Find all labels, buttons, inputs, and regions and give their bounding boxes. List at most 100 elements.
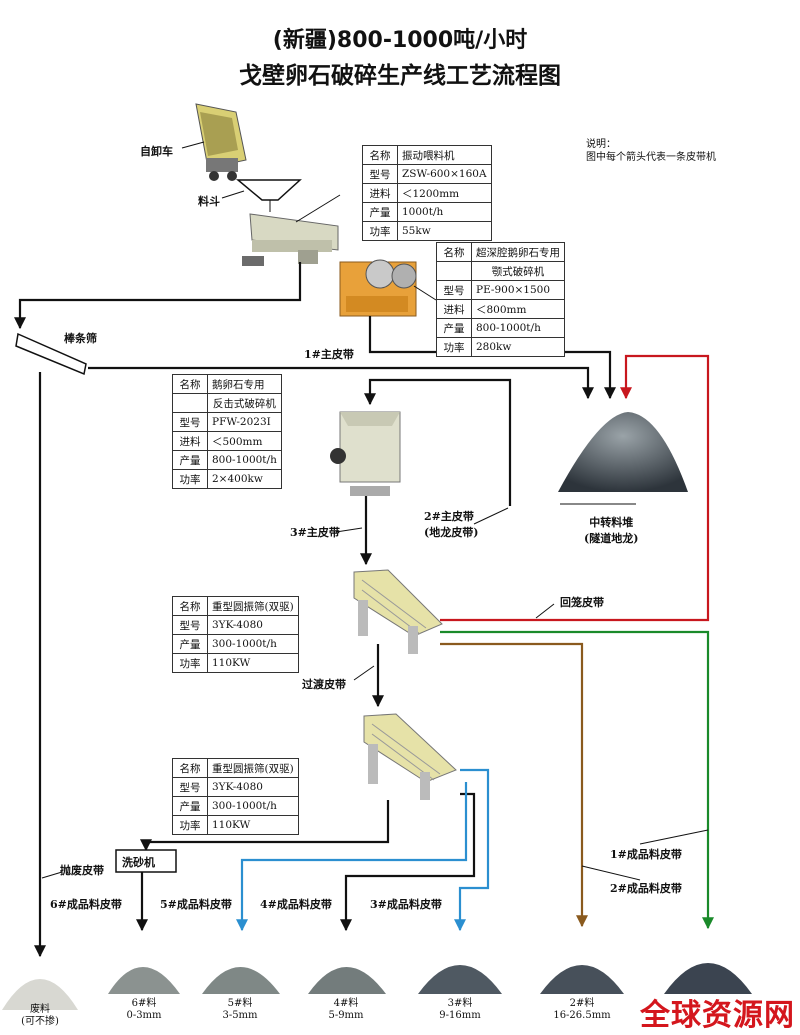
product-name: 3#料 — [447, 998, 473, 1009]
spec-cell: 280kw — [471, 337, 565, 357]
legend-note: 说明： 图中每个箭头代表一条皮带机 — [586, 138, 716, 164]
spec-cell: 名称 — [172, 374, 208, 394]
spec-row: 名称重型圆振筛(双驱) — [172, 596, 299, 616]
spec-cell: 55kw — [397, 221, 492, 241]
spec-row: 进料＜800mm — [436, 299, 565, 319]
spec-cell: 进料 — [362, 183, 398, 203]
spec-cell: 800-1000t/h — [471, 318, 565, 338]
pile-waste — [2, 979, 78, 1010]
spec-cell: ZSW-600×160A — [397, 164, 492, 184]
spec-row: 进料＜500mm — [172, 431, 282, 451]
label-product-belt-1: 1#成品料皮带 — [610, 848, 682, 861]
spec-row: 颚式破碎机 — [436, 261, 565, 281]
spec-cell: 型号 — [436, 280, 472, 300]
legend-note-body: 图中每个箭头代表一条皮带机 — [586, 152, 716, 163]
spec-cell — [436, 261, 472, 281]
label-product-belt-4: 4#成品料皮带 — [260, 898, 332, 911]
spec-cell: 产量 — [436, 318, 472, 338]
product-caption-2: 2#料 16-26.5mm — [540, 998, 624, 1022]
label-product-belt-2: 2#成品料皮带 — [610, 882, 682, 895]
spec-cell: PFW-2023I — [207, 412, 282, 432]
spec-row: 名称重型圆振筛(双驱) — [172, 758, 299, 778]
label-main-belt-3: 3#主皮带 — [290, 526, 340, 539]
spec-cell: 1000t/h — [397, 202, 492, 222]
spec-cell: 3YK-4080 — [207, 777, 299, 797]
product-caption-waste: 废料 (可不掺) — [4, 1004, 76, 1028]
spec-cell: 110KW — [207, 815, 299, 835]
product-size: 9-16mm — [439, 1010, 481, 1021]
pile-3 — [418, 965, 502, 994]
spec-cell: 型号 — [172, 412, 208, 432]
label-transfer-stockpile-line2: (隧道地龙) — [584, 532, 639, 545]
label-waste-belt: 抛废皮带 — [60, 864, 104, 877]
dump-truck-icon — [195, 103, 247, 181]
diagram-title-line1: (新疆)800-1000吨/小时 — [272, 28, 528, 53]
spec-row: 反击式破碎机 — [172, 393, 282, 413]
product-name: 5#料 — [227, 998, 253, 1009]
product-name: 4#料 — [333, 998, 359, 1009]
spec-cell: 型号 — [362, 164, 398, 184]
spec-cell: 300-1000t/h — [207, 796, 299, 816]
product-caption-4: 4#料 5-9mm — [310, 998, 382, 1022]
label-transfer-stockpile-line1: 中转料堆 — [589, 516, 634, 529]
product-size: 3-5mm — [222, 1010, 258, 1021]
label-sand-washer: 洗砂机 — [122, 856, 155, 869]
spec-cell: 功率 — [172, 653, 208, 673]
spec-cell — [172, 393, 208, 413]
label-dump-truck: 自卸车 — [140, 145, 173, 158]
spec-cell: 进料 — [436, 299, 472, 319]
spec-cell: 产量 — [172, 634, 208, 654]
product-name: 废料 — [30, 1004, 50, 1015]
product-name: 2#料 — [569, 998, 595, 1009]
spec-cell: 功率 — [172, 469, 208, 489]
product-size: 0-3mm — [126, 1010, 162, 1021]
vibrating-feeder-icon — [242, 213, 339, 266]
label-product-belt-6: 6#成品料皮带 — [50, 898, 122, 911]
label-transfer-stockpile: 中转料堆 (隧道地龙) — [584, 514, 638, 546]
sand-washer-box — [115, 849, 177, 873]
spec-cell: PE-900×1500 — [471, 280, 565, 300]
label-hopper: 料斗 — [198, 195, 220, 208]
spec-cell: 功率 — [362, 221, 398, 241]
spec-cell: 功率 — [172, 815, 208, 835]
pile-2 — [540, 965, 624, 994]
pile-5 — [202, 967, 280, 994]
spec-row: 名称超深腔鹅卵石专用 — [436, 242, 565, 262]
diagram-title-line2: 戈壁卵石破碎生产线工艺流程图 — [239, 63, 561, 89]
product-caption-6: 6#料 0-3mm — [108, 998, 180, 1022]
spec-cell: 800-1000t/h — [207, 450, 282, 470]
label-main-belt-1: 1#主皮带 — [304, 348, 354, 361]
vibrating-screen-1-icon — [353, 569, 443, 654]
hopper-icon — [235, 179, 302, 212]
label-transition-belt: 过渡皮带 — [302, 678, 346, 691]
spec-cell: ＜500mm — [207, 431, 282, 451]
product-name: 1#料 — [697, 998, 723, 1009]
product-piles — [2, 963, 752, 1010]
pile-1 — [664, 963, 752, 994]
spec-cell: 名称 — [172, 758, 208, 778]
product-size: 5-9mm — [328, 1010, 364, 1021]
label-main-belt-2: 2#主皮带 (地龙皮带) — [424, 508, 478, 540]
spec-row: 进料＜1200mm — [362, 183, 492, 203]
spec-cell: ＜1200mm — [397, 183, 492, 203]
spec-cell: 重型圆振筛(双驱) — [207, 758, 299, 778]
impact-crusher-icon — [330, 411, 401, 496]
spec-cell: 功率 — [436, 337, 472, 357]
spec-cell: 进料 — [172, 431, 208, 451]
spec-row: 名称振动喂料机 — [362, 145, 492, 165]
spec-cell: 超深腔鹅卵石专用 — [471, 242, 565, 262]
spec-cell: 名称 — [436, 242, 472, 262]
label-product-belt-3: 3#成品料皮带 — [370, 898, 442, 911]
spec-cell: 300-1000t/h — [207, 634, 299, 654]
